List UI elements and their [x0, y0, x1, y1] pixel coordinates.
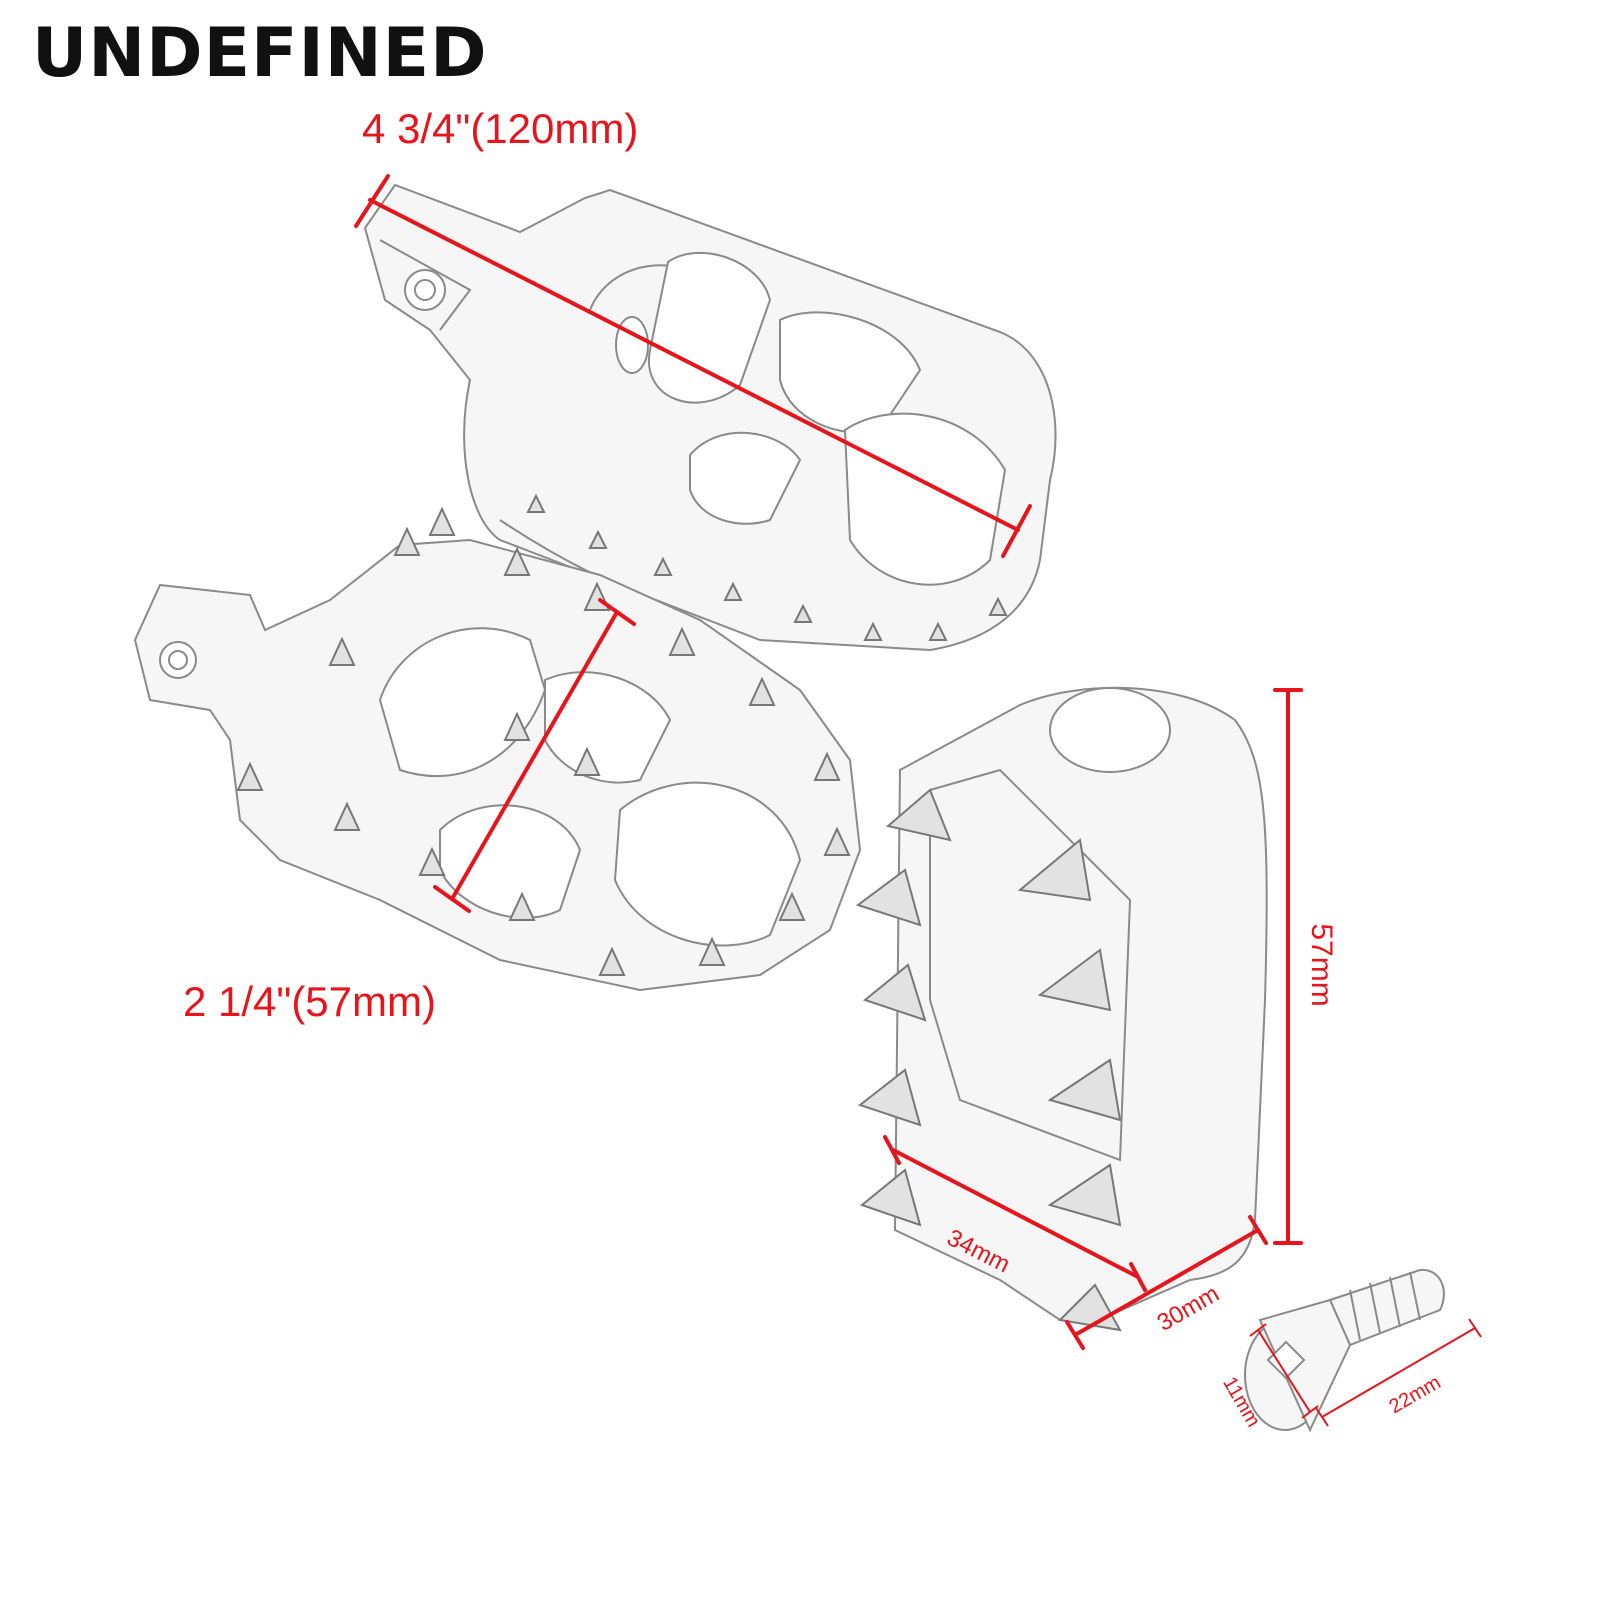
spike-row	[526, 493, 1008, 641]
footpeg-side	[855, 686, 1268, 1332]
bolt-length-dimline	[1321, 1327, 1476, 1418]
height-label: 57mm	[1305, 923, 1338, 1006]
footpeg-top	[363, 183, 1057, 652]
footpeg-middle	[133, 506, 862, 992]
brand-logo: UNDEFINED	[32, 14, 488, 93]
pad-length-dimline	[891, 1148, 1140, 1279]
cone-spikes	[855, 788, 1122, 1332]
length-label: 4 3/4"(120mm)	[362, 105, 638, 152]
width-label: 2 1/4"(57mm)	[183, 978, 436, 1025]
bolt-head-dimline	[1257, 1329, 1311, 1413]
pad-width-dimline	[1073, 1228, 1260, 1337]
length-dimline	[368, 198, 1020, 532]
width-dimline	[450, 610, 619, 901]
dimension-lines	[354, 174, 1482, 1427]
bolt-length-label: 22mm	[1385, 1371, 1444, 1418]
